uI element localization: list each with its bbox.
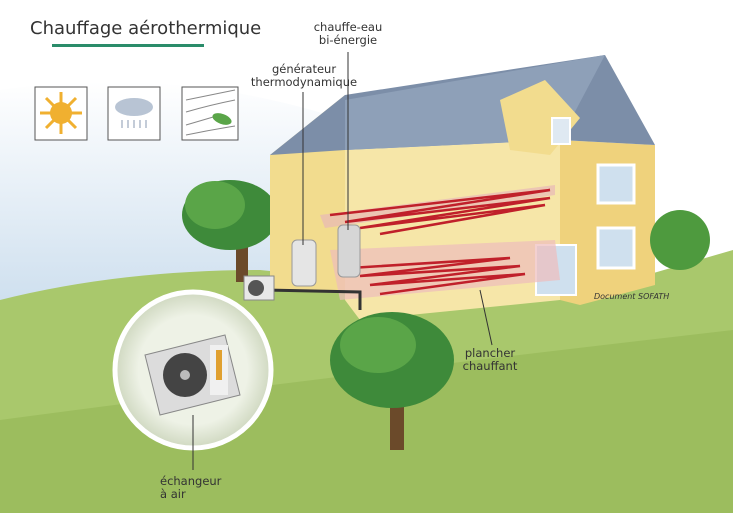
label-line: thermodynamique bbox=[250, 75, 358, 89]
diagram-title: Chauffage aérothermique bbox=[30, 18, 262, 39]
hedge bbox=[650, 210, 710, 270]
tree-left bbox=[182, 180, 278, 282]
air-exchanger-magnified bbox=[112, 289, 274, 451]
outdoor-unit-small bbox=[243, 275, 275, 301]
water-heater-tank bbox=[337, 224, 361, 278]
wind-leaf-icon bbox=[181, 86, 239, 141]
title-underline bbox=[52, 44, 204, 47]
leader-lines bbox=[192, 52, 493, 470]
pipe-line bbox=[264, 288, 362, 310]
label-line: générateur bbox=[271, 62, 337, 76]
floor-heating-pipes bbox=[329, 188, 551, 296]
label-line: échangeur bbox=[160, 474, 222, 488]
sun-icon bbox=[34, 86, 88, 141]
tree-center bbox=[330, 312, 454, 450]
house bbox=[270, 55, 655, 320]
label-line: chauffe-eau bbox=[313, 20, 383, 34]
label-generator: générateur thermodynamique bbox=[248, 63, 360, 89]
label-water-heater: chauffe-eau bi-énergie bbox=[308, 21, 388, 47]
label-line: à air bbox=[160, 487, 186, 501]
label-floor-heating: plancher chauffant bbox=[455, 347, 525, 373]
heat-pump-generator-tank bbox=[291, 239, 317, 287]
ground-shade bbox=[0, 330, 733, 513]
label-line: bi-énergie bbox=[318, 33, 378, 47]
credit-text: Document SOFATH bbox=[594, 292, 670, 301]
rain-cloud-icon bbox=[107, 86, 161, 141]
label-air-exchanger: échangeur à air bbox=[160, 475, 230, 501]
label-line: chauffant bbox=[462, 359, 518, 373]
label-line: plancher bbox=[464, 346, 516, 360]
